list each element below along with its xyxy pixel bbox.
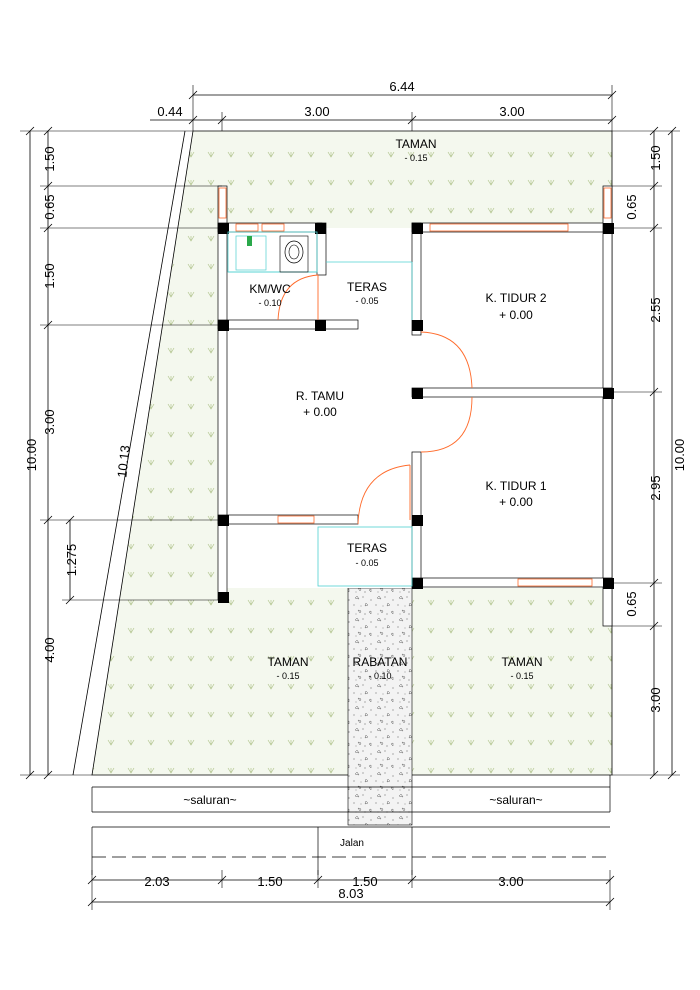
dim-top-offset: 0.44	[157, 104, 182, 119]
dim-right-total: 10.00	[672, 439, 687, 472]
room-labels: TAMAN - 0.15 KM/WC - 0.10 TERAS - 0.05 K…	[183, 137, 547, 849]
rabatan-level: - 0.10	[368, 671, 391, 681]
right-dimensions: 1.50 0.65 2.55 2.95 0.65 3.00 10.00	[612, 126, 687, 780]
dim-right-seg4: 2.95	[648, 475, 663, 500]
dim-right-seg2: 0.65	[624, 194, 639, 219]
k-tidur-1-level: + 0.00	[499, 495, 533, 509]
dim-left-total: 10.00	[24, 439, 39, 472]
toilet-fixture	[279, 235, 309, 273]
rabatan-path	[347, 587, 413, 826]
street-area	[91, 775, 611, 875]
saluran-left-label: ~saluran~	[183, 793, 236, 807]
dim-bottom-seg3: 1.50	[352, 874, 377, 889]
saluran-right-label: ~saluran~	[489, 793, 542, 807]
dim-right-seg6: 3.00	[648, 687, 663, 712]
top-dimensions: 6.44 0.44 3.00 3.00	[150, 79, 617, 131]
teras-top-level: - 0.05	[355, 296, 378, 306]
left-dimensions: 1.50 0.65 1.50 3.00 1.275 4.00 10.00 10.…	[20, 126, 222, 780]
taman-left-label: TAMAN	[267, 655, 308, 669]
dim-bottom-seg4: 3.00	[498, 874, 523, 889]
taman-left-level: - 0.15	[276, 671, 299, 681]
tap-icon	[235, 235, 267, 271]
jalan-label: Jalan	[340, 838, 364, 849]
dim-left-seg5: 1.275	[64, 544, 79, 577]
dim-left-seg6: 4.00	[42, 637, 57, 662]
taman-right-level: - 0.15	[510, 671, 533, 681]
k-tidur-2-level: + 0.00	[499, 308, 533, 322]
k-tidur-1-label: K. TIDUR 1	[485, 479, 546, 493]
dim-bottom-total: 8.03	[338, 886, 363, 901]
dim-bottom-seg2: 1.50	[257, 874, 282, 889]
r-tamu-level: + 0.00	[303, 405, 337, 419]
dim-top-total: 6.44	[389, 79, 414, 94]
rabatan-label: RABATAN	[353, 655, 408, 669]
dim-right-seg3: 2.55	[648, 297, 663, 322]
columns	[218, 223, 614, 603]
windows	[218, 187, 612, 587]
km-wc-level: - 0.10	[258, 298, 281, 308]
teras-bottom-level: - 0.05	[355, 558, 378, 568]
dim-right-seg1: 1.50	[648, 145, 663, 170]
dim-right-seg5: 0.65	[624, 591, 639, 616]
taman-right-label: TAMAN	[501, 655, 542, 669]
taman-top-level: - 0.15	[404, 153, 427, 163]
dim-left-seg4: 3.00	[42, 409, 57, 434]
dim-left-seg1: 1.50	[42, 146, 57, 171]
r-tamu-label: R. TAMU	[296, 389, 344, 403]
km-wc-label: KM/WC	[249, 282, 291, 296]
teras-bottom-label: TERAS	[347, 541, 387, 555]
doors	[277, 274, 473, 525]
taman-top-label: TAMAN	[395, 137, 436, 151]
bottom-dimensions: 2.03 1.50 1.50 3.00 8.03	[87, 870, 615, 910]
dim-top-seg1: 3.00	[304, 104, 329, 119]
dim-top-seg2: 3.00	[499, 104, 524, 119]
k-tidur-2-label: K. TIDUR 2	[485, 291, 546, 305]
dim-diagonal: 10.13	[114, 445, 132, 479]
dim-bottom-seg1: 2.03	[144, 874, 169, 889]
dim-left-seg2: 0.65	[42, 194, 57, 219]
teras-top-label: TERAS	[347, 280, 387, 294]
wet-area-lines	[227, 231, 413, 587]
dim-left-seg3: 1.50	[42, 263, 57, 288]
